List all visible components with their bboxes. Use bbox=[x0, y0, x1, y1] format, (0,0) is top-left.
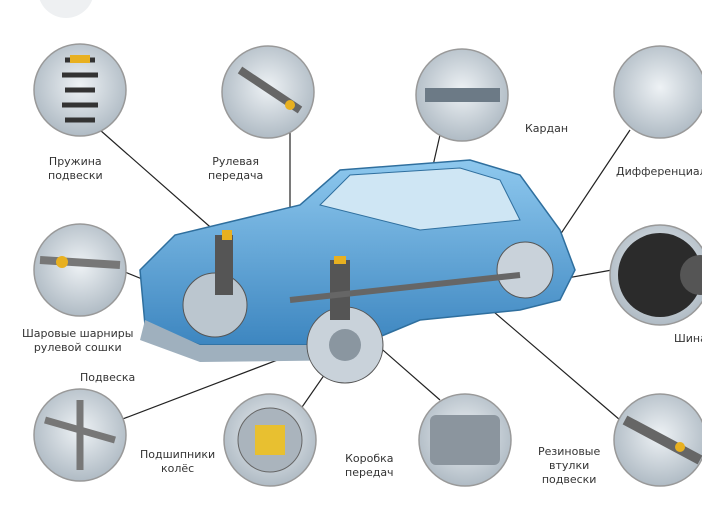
label-line: рулевой сошки bbox=[33, 341, 122, 354]
ball-joints-part-image bbox=[33, 223, 127, 317]
part-details bbox=[39, 55, 702, 473]
label-line: колёс bbox=[160, 462, 195, 475]
label-tire: Шина bbox=[674, 332, 702, 346]
label-suspension: Подвеска bbox=[80, 371, 135, 385]
label-line: втулки bbox=[549, 459, 590, 472]
label-line: Резиновые bbox=[538, 445, 601, 458]
label-kardan: Кардан bbox=[525, 122, 568, 136]
label-line: Шаровые шарниры bbox=[22, 327, 134, 340]
label-line: передач bbox=[345, 466, 394, 479]
label-line: Дифференциал bbox=[616, 165, 702, 178]
label-line: Рулевая bbox=[212, 155, 260, 168]
label-line: Подвеска bbox=[80, 371, 136, 384]
label-differential: Дифференциал bbox=[616, 165, 702, 179]
car-illustration bbox=[139, 159, 576, 384]
app-icon[interactable] bbox=[38, 0, 94, 18]
label-line: Кардан bbox=[525, 122, 569, 135]
differential-part-image bbox=[613, 45, 702, 139]
label-line: передача bbox=[208, 169, 264, 182]
label-line: Подшипники bbox=[140, 448, 216, 461]
label-line: подвески bbox=[541, 473, 597, 486]
label-line: Шина bbox=[674, 332, 702, 345]
label-line: подвески bbox=[48, 169, 103, 182]
label-line: Коробка bbox=[345, 452, 394, 465]
label-line: Пружина bbox=[48, 155, 102, 168]
